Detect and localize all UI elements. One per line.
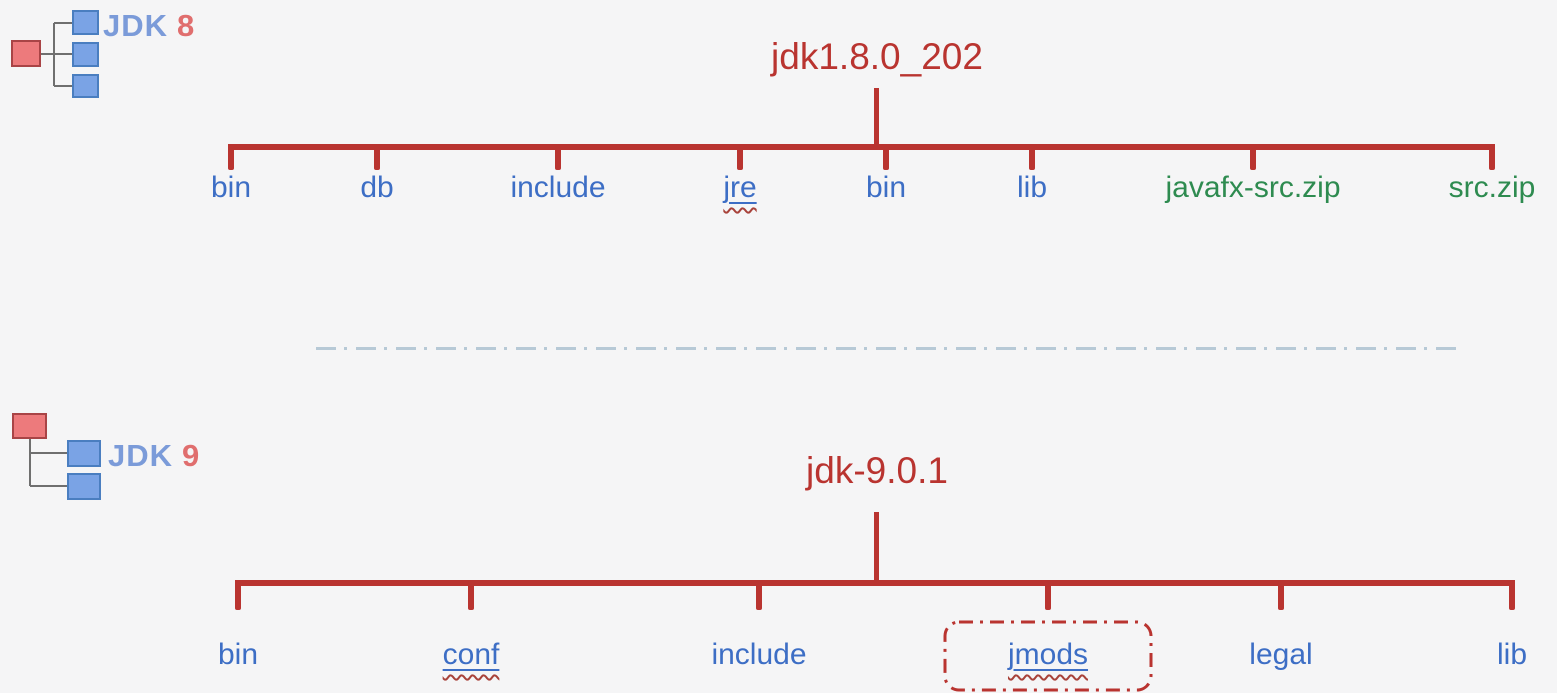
jdk8-node-label-text: jre <box>723 171 757 204</box>
jdk9-bracket-tick <box>468 580 474 610</box>
jdk9-node-label-text: lib <box>1496 638 1528 671</box>
jdk9-bracket-tick <box>756 580 762 610</box>
jdk9-badge-name: JDK <box>108 438 174 473</box>
jdk8-node-bin: bin <box>866 170 906 206</box>
jdk8-node-label-text: include <box>510 171 606 204</box>
jdk8-bracket-tick <box>374 144 380 170</box>
jdk9-badge-version: 9 <box>182 438 201 473</box>
jdk9-bracket-tick <box>235 580 241 610</box>
jdk9-node-label-text: include <box>711 638 807 671</box>
jdk8-node-bin: bin <box>211 170 251 206</box>
jdk9-tree-icon <box>12 413 101 500</box>
jdk8-node-label-text: db <box>360 171 394 204</box>
jdk8-tree-stem <box>874 88 879 150</box>
jdk8-bracket-tick <box>1489 144 1495 170</box>
jdk9-node-label-text: bin <box>217 638 259 671</box>
jdk8-node-javafx-src.zip: javafx-src.zip <box>1165 170 1340 206</box>
jdk9-bracket-tick <box>1278 580 1284 610</box>
jmods-highlight-box <box>943 620 1153 692</box>
jdk9-node-conf: conf <box>443 637 500 673</box>
jdk8-tree-icon <box>11 10 99 98</box>
jdk8-bracket-tick <box>1029 144 1035 170</box>
jdk8-node-label-text: bin <box>210 171 252 204</box>
jdk8-node-label-text: bin <box>865 171 907 204</box>
jdk9-bracket-tick <box>1509 580 1515 610</box>
jdk9-node-label-text: jmods <box>1007 638 1089 671</box>
jdk9-node-jmods: jmods <box>1008 637 1088 673</box>
jdk8-node-jre: jre <box>723 170 756 206</box>
jdk9-node-lib: lib <box>1497 637 1527 673</box>
jdk8-bracket-tick <box>883 144 889 170</box>
jdk8-bracket-tick <box>1250 144 1256 170</box>
jdk8-bracket-tick <box>555 144 561 170</box>
jdk9-tree-stem <box>874 512 879 584</box>
jdk9-node-include: include <box>711 637 806 673</box>
jdk8-node-include: include <box>510 170 605 206</box>
jdk8-node-lib: lib <box>1017 170 1047 206</box>
jdk8-bracket-bar <box>228 144 1495 150</box>
jdk9-node-label-text: legal <box>1249 638 1313 671</box>
jdk8-badge-name: JDK <box>103 8 169 43</box>
jdk9-bracket-bar <box>235 580 1515 586</box>
jdk9-root-title: jdk-9.0.1 <box>806 450 948 491</box>
jdk8-bracket-tick <box>737 144 743 170</box>
jdk9-node-bin: bin <box>218 637 258 673</box>
jdk8-root-title: jdk1.8.0_202 <box>771 36 983 77</box>
jdk8-node-label-text: lib <box>1016 171 1048 204</box>
jdk9-bracket-tick <box>1045 580 1051 610</box>
jdk9-node-legal: legal <box>1249 637 1312 673</box>
jdk8-node-label-text: src.zip <box>1448 171 1536 204</box>
jdk8-node-label-text: javafx-src.zip <box>1165 171 1341 204</box>
jdk8-node-src.zip: src.zip <box>1449 170 1536 206</box>
jdk8-node-db: db <box>360 170 393 206</box>
jdk9-node-label-text: conf <box>442 638 500 671</box>
section-divider-line <box>316 347 1458 350</box>
jdk8-badge-version: 8 <box>177 8 196 43</box>
jdk8-bracket-tick <box>228 144 234 170</box>
